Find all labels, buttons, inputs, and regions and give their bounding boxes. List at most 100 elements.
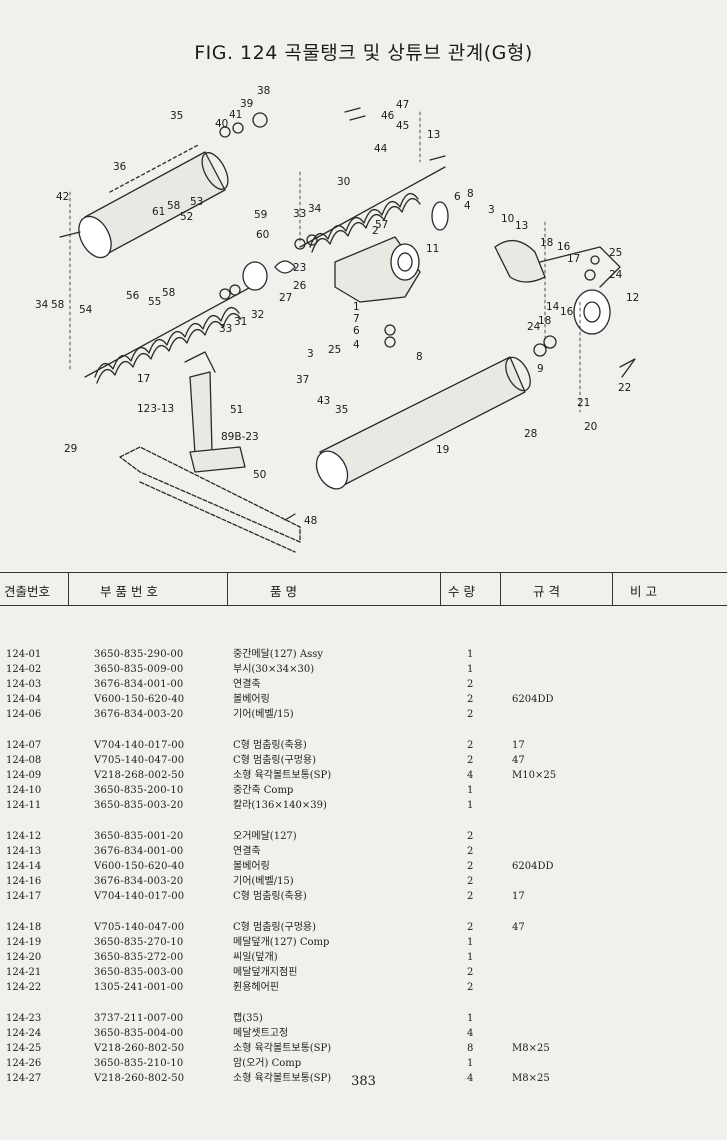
callout-label: 28: [524, 428, 537, 440]
qty-cell: 1: [467, 1058, 474, 1069]
part-name-cell: C형 멈춤링(축용): [233, 740, 307, 751]
ref-cell: 124-27: [6, 1073, 42, 1084]
qty-cell: 1: [467, 785, 474, 796]
lower-auger-spiral: [84, 261, 268, 384]
callout-label: 52: [180, 211, 193, 223]
spec-cell: 47: [512, 755, 525, 766]
spec-cell: 17: [512, 891, 525, 902]
callout-label: 13: [427, 129, 440, 141]
part-name-cell: 메달덮개지점핀: [233, 967, 298, 978]
ref-cell: 124-25: [6, 1043, 42, 1054]
callout-label: 18: [540, 237, 553, 249]
part-name-cell: 소형 육각볼트보통(SP): [233, 770, 332, 781]
part-name-cell: 오거메달(127): [233, 831, 297, 842]
part-number-cell: V704-140-017-00: [94, 740, 185, 751]
callout-label: 17: [137, 373, 150, 385]
callout-label: 7: [353, 313, 360, 325]
part-name-cell: 메달셋트고정: [233, 1028, 289, 1039]
callout-label: 16: [557, 241, 571, 253]
callout-label: 8: [467, 188, 474, 200]
base-frame: [119, 446, 301, 553]
callout-label: 33: [293, 208, 306, 220]
callout-label: 51: [230, 404, 243, 416]
callout-label: 37: [296, 374, 309, 386]
callout-label: 3: [307, 348, 314, 360]
qty-cell: 1: [467, 937, 474, 948]
callout-label: 25: [328, 344, 341, 356]
qty-cell: 2: [467, 831, 474, 842]
right-elbow-housing: [494, 240, 621, 335]
callout-label: 11: [426, 243, 439, 255]
qty-cell: 2: [467, 679, 474, 690]
qty-cell: 2: [467, 967, 474, 978]
qty-cell: 2: [467, 846, 474, 857]
part-name-cell: 메달덮개(127) Comp: [233, 937, 330, 948]
support-bracket: [184, 351, 246, 473]
header-remarks: 비 고: [630, 584, 657, 599]
part-name-cell: C형 멈춤링(구멍용): [233, 922, 317, 933]
part-number-cell: 3650-835-003-20: [94, 800, 184, 811]
callout-label: 55: [148, 296, 161, 308]
callout-label: 24: [527, 321, 541, 333]
figure-title: FIG. 124 곡물탱크 및 상튜브 관계(G형): [194, 42, 533, 64]
spec-cell: M10×25: [512, 770, 557, 781]
part-name-cell: 볼베어링: [233, 694, 270, 705]
qty-cell: 4: [467, 1073, 474, 1084]
part-name-cell: 소형 육각볼트보통(SP): [233, 1073, 332, 1084]
callout-label: 50: [253, 469, 266, 481]
spec-cell: 47: [512, 922, 525, 933]
ref-cell: 124-01: [6, 649, 42, 660]
callout-label: 1: [353, 301, 360, 313]
part-name-cell: 캡(35): [233, 1013, 263, 1024]
part-name-cell: 기어(베벨/15): [233, 876, 294, 887]
hardware-parts: [219, 107, 636, 521]
ref-cell: 124-02: [6, 664, 42, 675]
callout-label: 25: [609, 247, 622, 259]
qty-cell: 1: [467, 1013, 474, 1024]
ref-cell: 124-14: [6, 861, 42, 872]
exploded-parts-diagram: 38 39 41 40 35 47 46 45 44 13 36 42 30 6…: [0, 72, 727, 562]
ref-cell: 124-13: [6, 846, 42, 857]
part-number-cell: 3676-834-001-00: [94, 679, 184, 690]
callout-label: 48: [304, 515, 317, 527]
callout-label: 123-13: [137, 403, 174, 415]
spec-cell: M8×25: [512, 1043, 550, 1054]
callout-label: 6: [353, 325, 360, 337]
tank-tube-assembly: [59, 143, 229, 259]
ref-cell: 124-24: [6, 1028, 42, 1039]
ref-cell: 124-20: [6, 952, 42, 963]
callout-label: 9: [537, 363, 544, 375]
callout-label: 4: [353, 339, 360, 351]
callout-label: 54: [79, 304, 93, 316]
part-name-cell: 중간축 Comp: [233, 785, 294, 796]
part-number-cell: 3650-835-004-00: [94, 1028, 184, 1039]
callout-label: 2: [372, 225, 379, 237]
callout-label: 38: [257, 85, 270, 97]
ref-cell: 124-10: [6, 785, 42, 796]
callout-label: 35: [335, 404, 348, 416]
part-name-cell: 연결축: [233, 679, 261, 690]
ref-cell: 124-23: [6, 1013, 42, 1024]
callout-label: 35: [170, 110, 183, 122]
callout-label: 89B-23: [221, 431, 259, 443]
part-name-cell: 칼라(136×140×39): [233, 800, 327, 811]
part-number-cell: 3650-835-270-10: [94, 937, 184, 948]
header-part-name: 품 명: [270, 584, 297, 599]
spec-cell: 6204DD: [512, 861, 554, 872]
column-divider: [68, 573, 69, 605]
header-ref: 견출번호: [4, 584, 51, 599]
callout-label: 58: [162, 287, 175, 299]
qty-cell: 4: [467, 770, 474, 781]
